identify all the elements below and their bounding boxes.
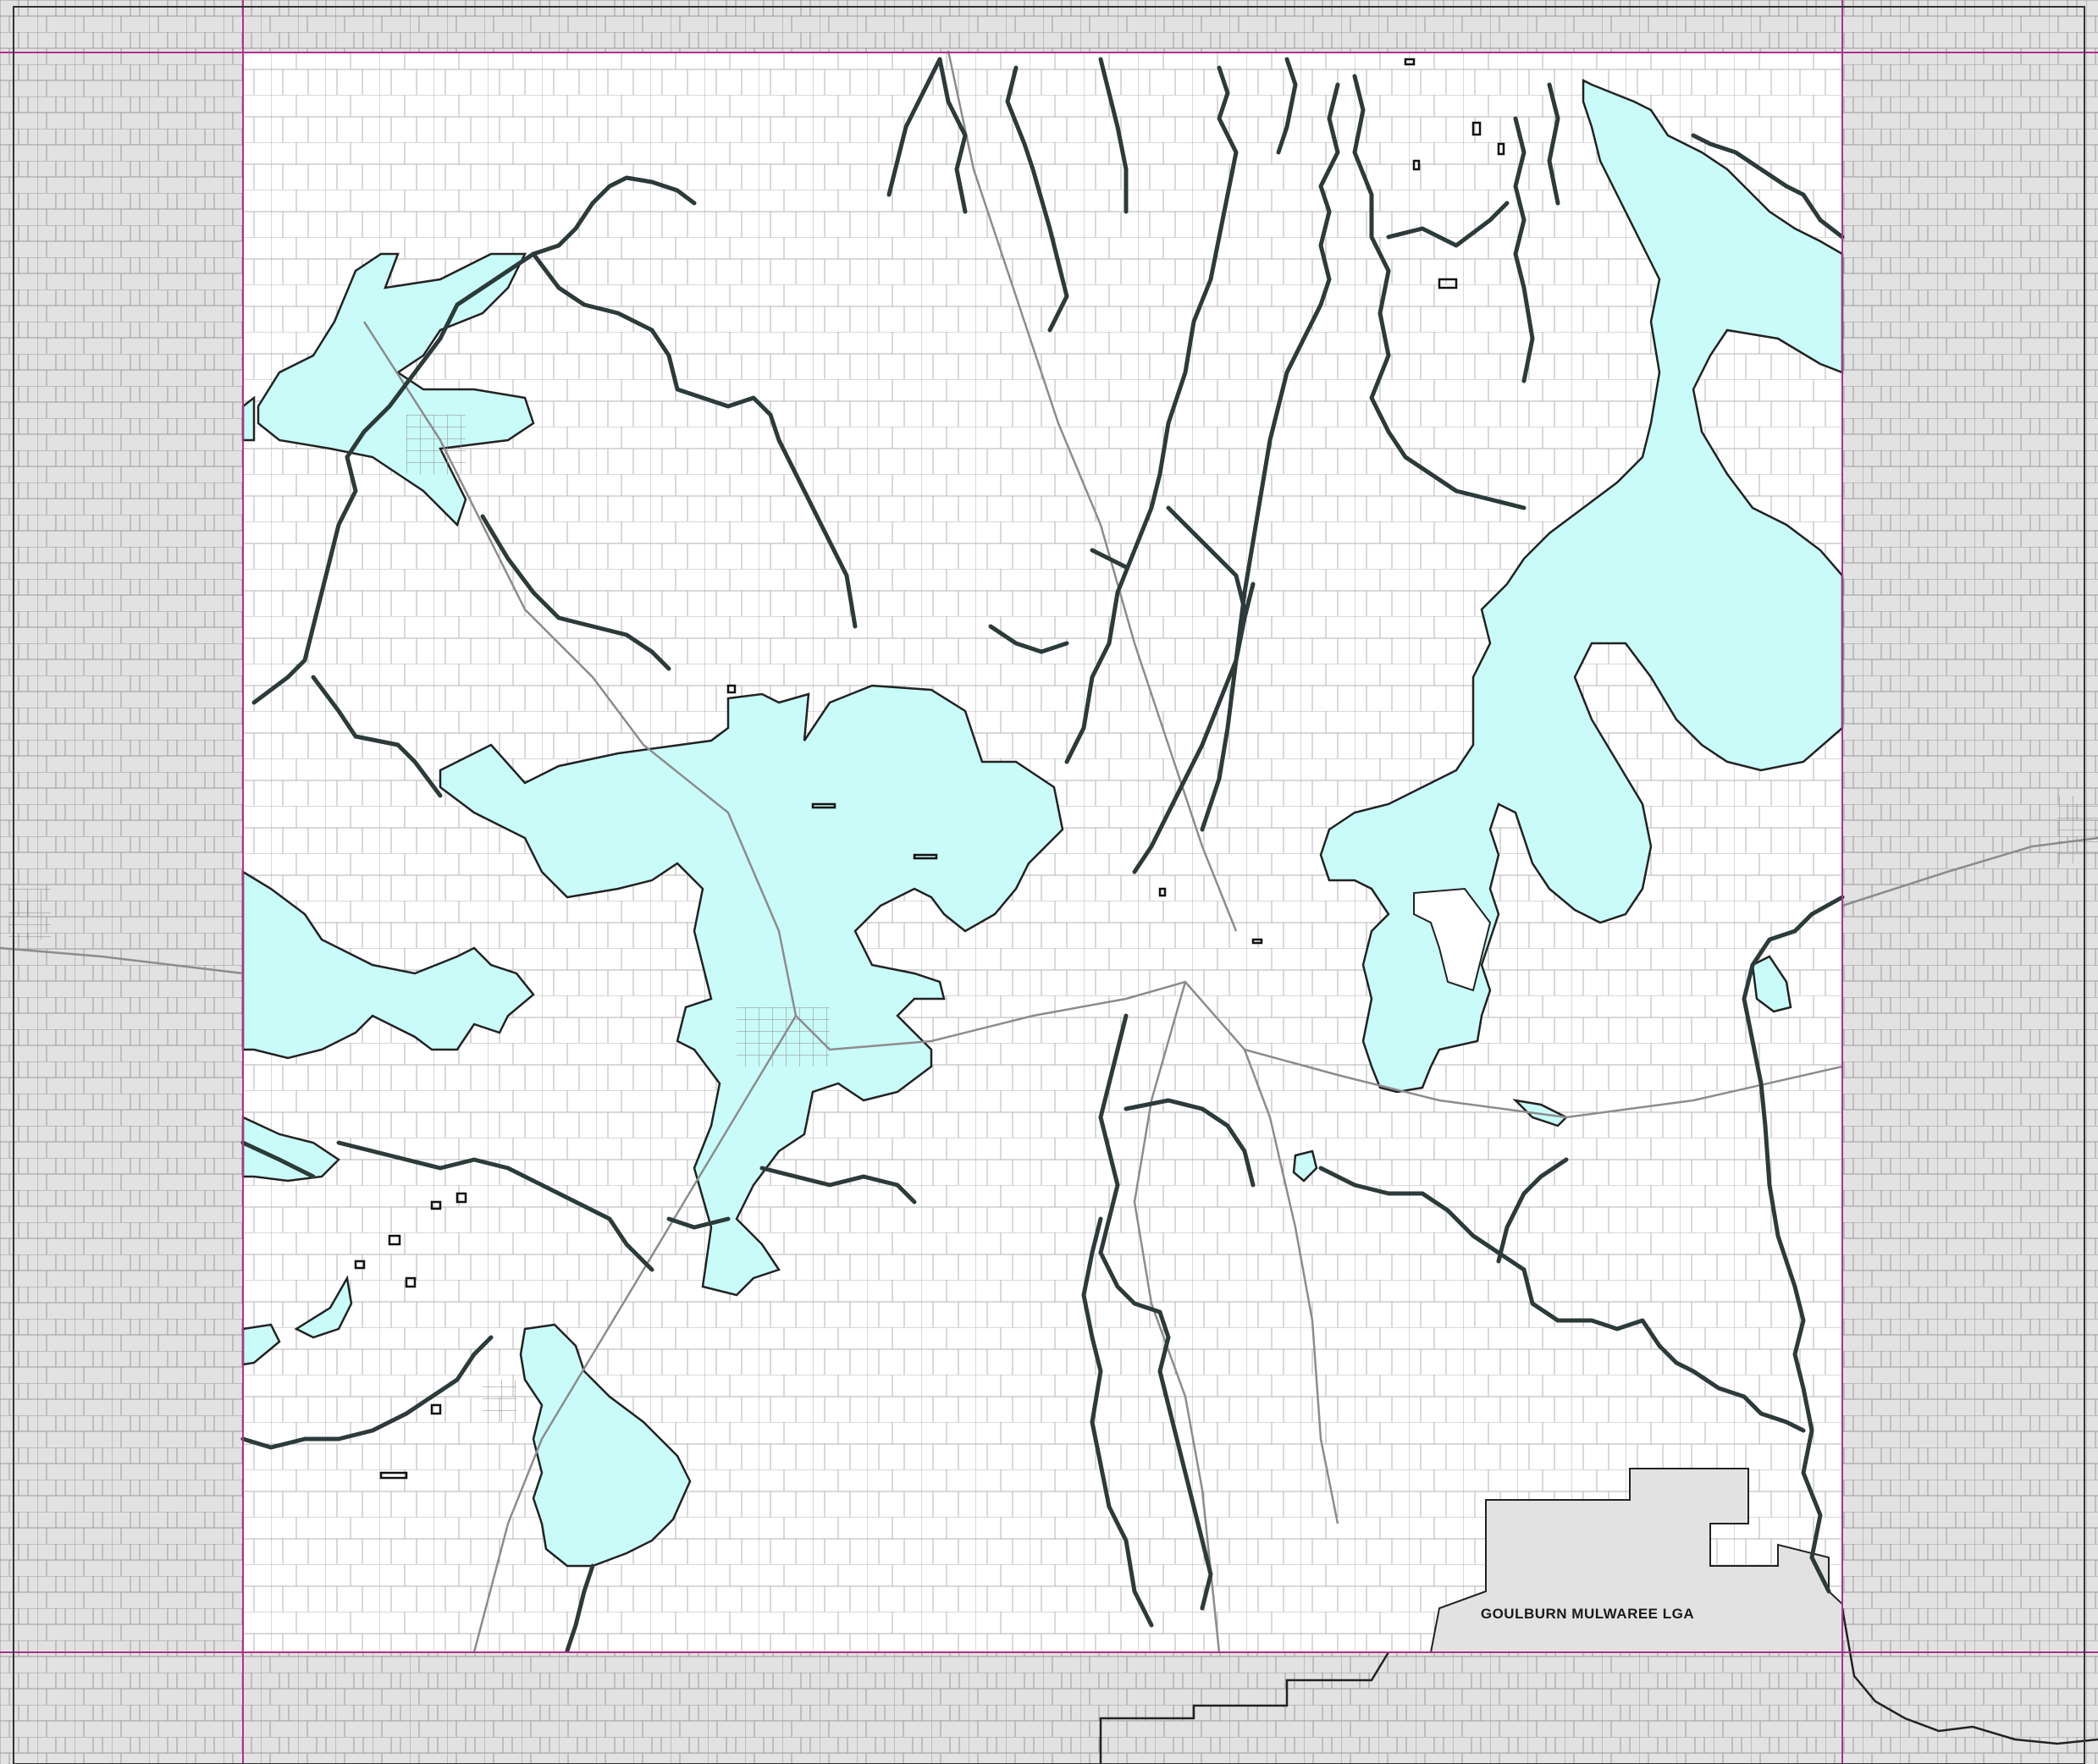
parcel-mark <box>811 802 836 809</box>
parcel-mark <box>726 684 737 694</box>
zone-south[interactable] <box>519 1323 692 1568</box>
river-c <box>531 251 858 629</box>
parcel-mark <box>430 1200 442 1210</box>
map-border <box>13 6 2085 1764</box>
zone-east[interactable] <box>1319 78 1844 1094</box>
town-grid-east-edge <box>2057 796 2098 863</box>
parcel-mark <box>913 853 938 860</box>
parcel-mark <box>1412 159 1421 171</box>
town-grid-south <box>483 1380 516 1422</box>
lga-boundary-east <box>1841 1607 2098 1745</box>
road-6 <box>1841 836 2098 907</box>
river-d <box>251 251 536 705</box>
zone-southwest[interactable] <box>241 1116 340 1182</box>
river-u <box>1547 82 1560 206</box>
river-f <box>311 675 443 798</box>
rivers <box>240 57 1845 1653</box>
roads <box>0 50 2098 1653</box>
zone-east-small[interactable] <box>1751 955 1792 1013</box>
river-b <box>531 201 595 256</box>
river-y <box>1496 1157 1569 1264</box>
goulburn-mulwaree-lga-area[interactable] <box>1429 1468 1843 1653</box>
river-ag <box>666 1216 731 1230</box>
river-t <box>1513 116 1535 383</box>
parcel-mark <box>1404 58 1416 66</box>
river-e <box>480 514 671 671</box>
river-af <box>240 1140 316 1179</box>
river-s <box>1386 201 1510 248</box>
river-ad <box>240 1335 494 1450</box>
river-z <box>1098 1013 1129 1255</box>
river-g <box>886 57 942 197</box>
road-3 <box>1244 1048 1843 1119</box>
river-n <box>1166 505 1247 612</box>
road-1 <box>362 321 1339 1524</box>
zone-central[interactable] <box>439 684 1064 1297</box>
parcel-mark <box>1251 938 1263 945</box>
road-2 <box>947 50 1238 932</box>
parcel-mark <box>379 1471 408 1480</box>
parcel-mark <box>455 1192 467 1204</box>
town-grid-northwest <box>406 415 466 474</box>
zone-west[interactable] <box>241 869 535 1060</box>
river-j <box>1098 57 1129 214</box>
river-q <box>1132 582 1256 874</box>
goulburn-mulwaree-lga-label: GOULBURN MULWAREE LGA <box>1481 1606 1694 1622</box>
road-7 <box>0 946 244 975</box>
river-l <box>1276 57 1298 155</box>
river-h <box>937 57 968 214</box>
zone-sliver-south-west[interactable] <box>294 1275 353 1339</box>
road-4 <box>472 1015 798 1653</box>
river-aa <box>1098 1250 1213 1611</box>
road-5 <box>1133 981 1221 1653</box>
zone-east-hole <box>1413 887 1492 992</box>
lga-boundary-south <box>1099 1651 1390 1764</box>
river-ae <box>336 1140 654 1272</box>
parcel-mark <box>388 1234 401 1246</box>
parcel-mark <box>405 1276 417 1288</box>
river-o <box>1090 548 1129 570</box>
river-v <box>1691 133 1845 240</box>
river-ai <box>565 1563 595 1653</box>
parcel-marks <box>354 58 1505 1480</box>
river-ac <box>1124 1098 1256 1188</box>
river-r <box>1352 74 1527 510</box>
river-w <box>1742 895 1845 1594</box>
parcel-mark <box>1497 142 1505 156</box>
river-k <box>1064 65 1239 764</box>
town-grid-west-edge <box>8 889 51 940</box>
river-a <box>590 175 697 206</box>
river-p <box>988 624 1069 654</box>
parcel-mark <box>354 1260 366 1270</box>
river-i <box>1005 65 1069 333</box>
river-x <box>1318 1166 1806 1433</box>
parcel-mark <box>430 1403 442 1415</box>
parcel-mark <box>1438 278 1458 289</box>
highlighted-zones <box>241 78 1844 1568</box>
zone-northwest-sliver[interactable] <box>241 395 256 442</box>
river-ab <box>1081 1216 1154 1628</box>
river-ah <box>759 1166 917 1204</box>
zone-central-east-small[interactable] <box>1292 1149 1318 1182</box>
parcel-mark <box>1158 887 1167 897</box>
parcel-mark <box>1471 121 1482 136</box>
